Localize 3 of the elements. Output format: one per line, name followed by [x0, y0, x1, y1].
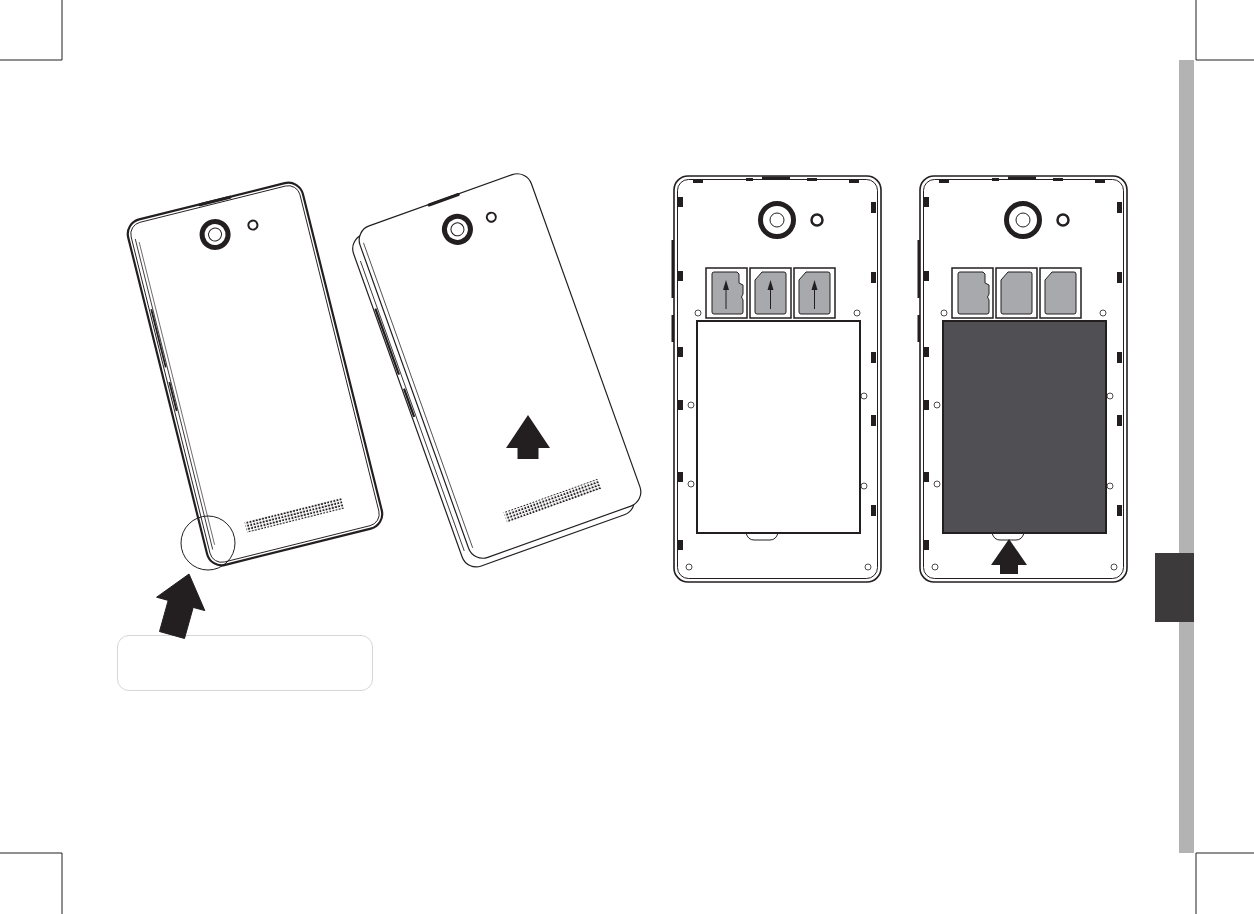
note-box [117, 635, 373, 691]
thumb-index-drawing [1155, 60, 1194, 853]
block-arrow [156, 573, 206, 639]
